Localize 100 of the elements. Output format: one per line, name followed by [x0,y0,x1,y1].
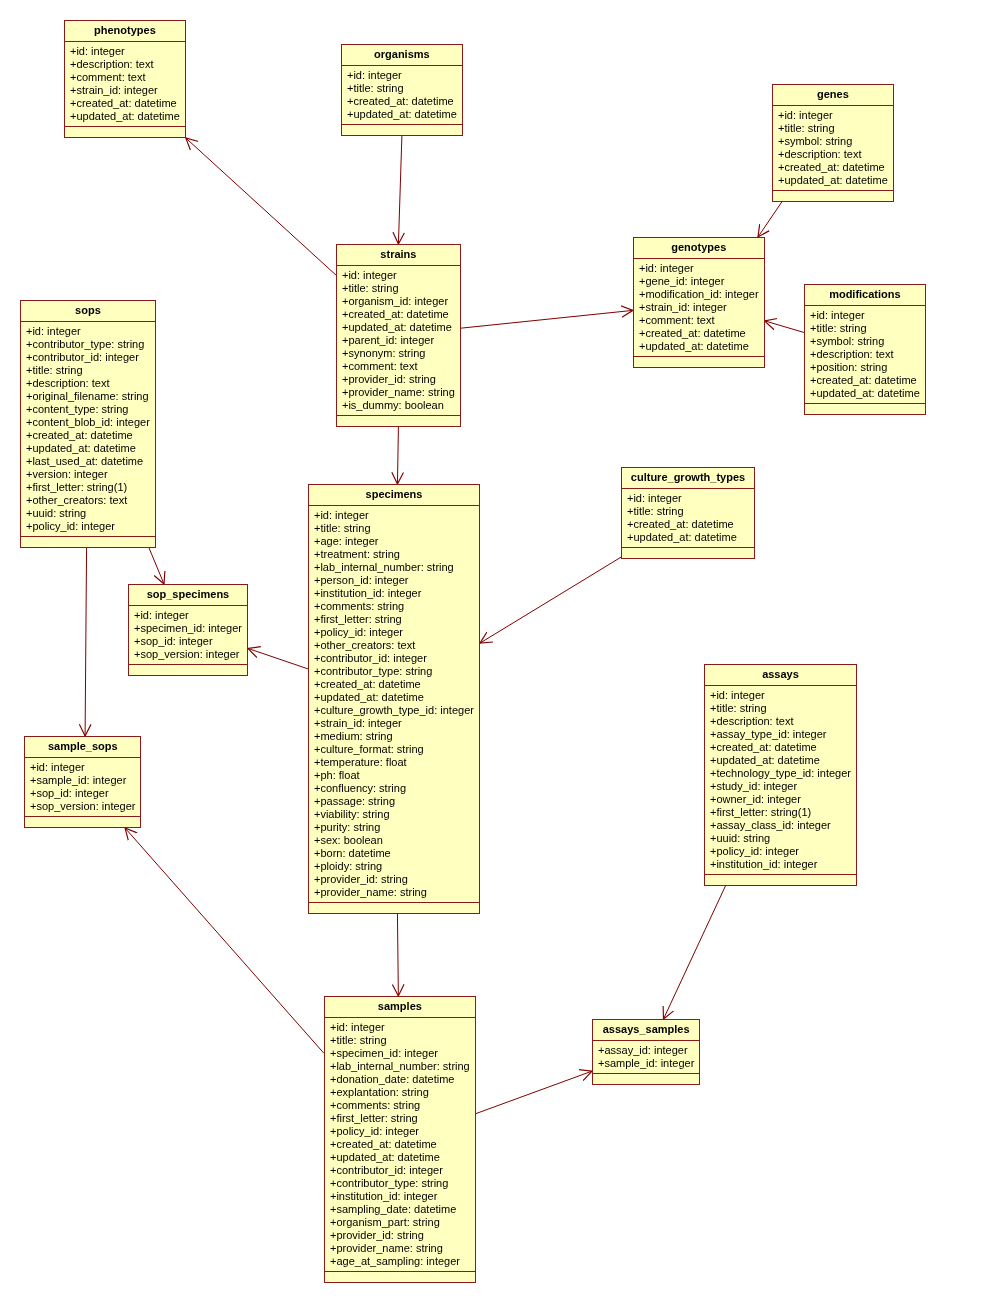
attribute-text: +created_at: datetime [778,161,885,174]
attribute-text: +content_blob_id: integer [26,416,150,429]
attribute-text: +assay_type_id: integer [710,728,827,741]
association-arrow [78,547,92,737]
attribute-text: +medium: string [314,730,393,743]
class-box [772,84,894,202]
attribute-text: +sop_id: integer [30,787,109,800]
attribute-text: +description: text [710,715,794,728]
association-arrow [391,426,405,485]
attribute-text: +specimen_id: integer [134,622,242,635]
attribute-text: +last_used_at: datetime [26,455,144,468]
attribute-text: +assay_id: integer [598,1044,688,1057]
attribute-text: +modification_id: integer [639,288,759,301]
attribute-text: +updated_at: datetime [342,321,452,334]
attribute-text: +description: text [26,377,110,390]
class-name: sample_sops [25,737,141,758]
class-box [621,467,755,559]
attribute-text: +other_creators: text [26,494,128,507]
association-arrow [479,556,622,644]
attribute-text: +lab_internal_number: string [330,1060,470,1073]
attribute-text: +title: string [627,505,684,518]
attribute-text: +contributor_id: integer [330,1164,443,1177]
attribute-text: +institution_id: integer [314,587,422,600]
class-name: assays [705,665,856,686]
attribute-text: +first_letter: string(1) [26,481,128,494]
attribute-text: +updated_at: datetime [26,442,136,455]
attribute-text: +id: integer [330,1021,385,1034]
attribute-text: +provider_name: string [330,1242,443,1255]
attribute-text: +created_at: datetime [627,518,734,531]
attribute-text: +updated_at: datetime [627,531,737,544]
class-box [128,584,248,676]
attribute-text: +culture_format: string [314,743,424,756]
class-name: strains [337,245,460,266]
attribute-text: +version: integer [26,468,108,481]
attribute-text: +created_at: datetime [810,374,917,387]
association-arrow [148,547,166,585]
attribute-text: +donation_date: datetime [330,1073,455,1086]
association-arrow [247,646,309,670]
attribute-text: +uuid: string [26,507,87,520]
attribute-text: +comments: string [330,1099,421,1112]
attribute-text: +technology_type_id: integer [710,767,851,780]
attribute-text: +comments: string [314,600,405,613]
attribute-text: +comment: text [70,71,146,84]
attribute-text: +treatment: string [314,548,400,561]
attribute-text: +sop_version: integer [30,800,136,813]
attribute-text: +title: string [330,1034,387,1047]
class-box [20,300,156,548]
attribute-text: +comment: text [342,360,418,373]
attribute-text: +person_id: integer [314,574,409,587]
attribute-text: +title: string [347,82,404,95]
attribute-text: +created_at: datetime [330,1138,437,1151]
attribute-text: +provider_name: string [342,386,455,399]
attribute-text: +id: integer [26,325,81,338]
attribute-text: +sop_version: integer [134,648,240,661]
class-name: samples [325,997,475,1018]
attribute-text: +sex: boolean [314,834,383,847]
association-arrow [763,317,805,333]
attribute-text: +id: integer [314,509,369,522]
attribute-text: +title: string [810,322,867,335]
class-name: organisms [342,45,462,66]
attribute-text: +temperature: float [314,756,407,769]
attribute-text: +organism_part: string [330,1216,440,1229]
attribute-text: +title: string [26,364,83,377]
attribute-text: +parent_id: integer [342,334,435,347]
class-name: sops [21,301,155,322]
attribute-text: +age_at_sampling: integer [330,1255,460,1268]
attribute-text: +first_letter: string(1) [710,806,812,819]
attribute-text: +id: integer [134,609,189,622]
attribute-text: +updated_at: datetime [314,691,424,704]
attribute-text: +updated_at: datetime [639,340,749,353]
attribute-text: +purity: string [314,821,381,834]
association-arrow [757,201,783,238]
attribute-text: +confluency: string [314,782,407,795]
attribute-text: +id: integer [70,45,125,58]
attribute-text: +sop_id: integer [134,635,213,648]
attribute-text: +lab_internal_number: string [314,561,454,574]
attribute-text: +updated_at: datetime [330,1151,440,1164]
attribute-text: +created_at: datetime [710,741,817,754]
attribute-text: +institution_id: integer [330,1190,438,1203]
attribute-text: +title: string [710,702,767,715]
association-arrow [391,913,405,997]
attribute-text: +assay_class_id: integer [710,819,831,832]
attribute-text: +id: integer [810,309,865,322]
attribute-text: +born: datetime [314,847,391,860]
attribute-text: +specimen_id: integer [330,1047,438,1060]
attribute-text: +explantation: string [330,1086,429,1099]
association-arrow [475,1069,593,1115]
class-name: genotypes [634,238,764,259]
attribute-text: +policy_id: integer [710,845,799,858]
attribute-text: +owner_id: integer [710,793,801,806]
attribute-text: +policy_id: integer [314,626,403,639]
attribute-text: +provider_name: string [314,886,427,899]
class-name: modifications [805,285,925,306]
attribute-text: +updated_at: datetime [70,110,180,123]
attribute-text: +id: integer [347,69,402,82]
attribute-text: +ph: float [314,769,360,782]
attribute-text: +description: text [810,348,894,361]
attribute-text: +id: integer [710,689,765,702]
attribute-text: +id: integer [778,109,833,122]
class-name: assays_samples [593,1020,700,1041]
